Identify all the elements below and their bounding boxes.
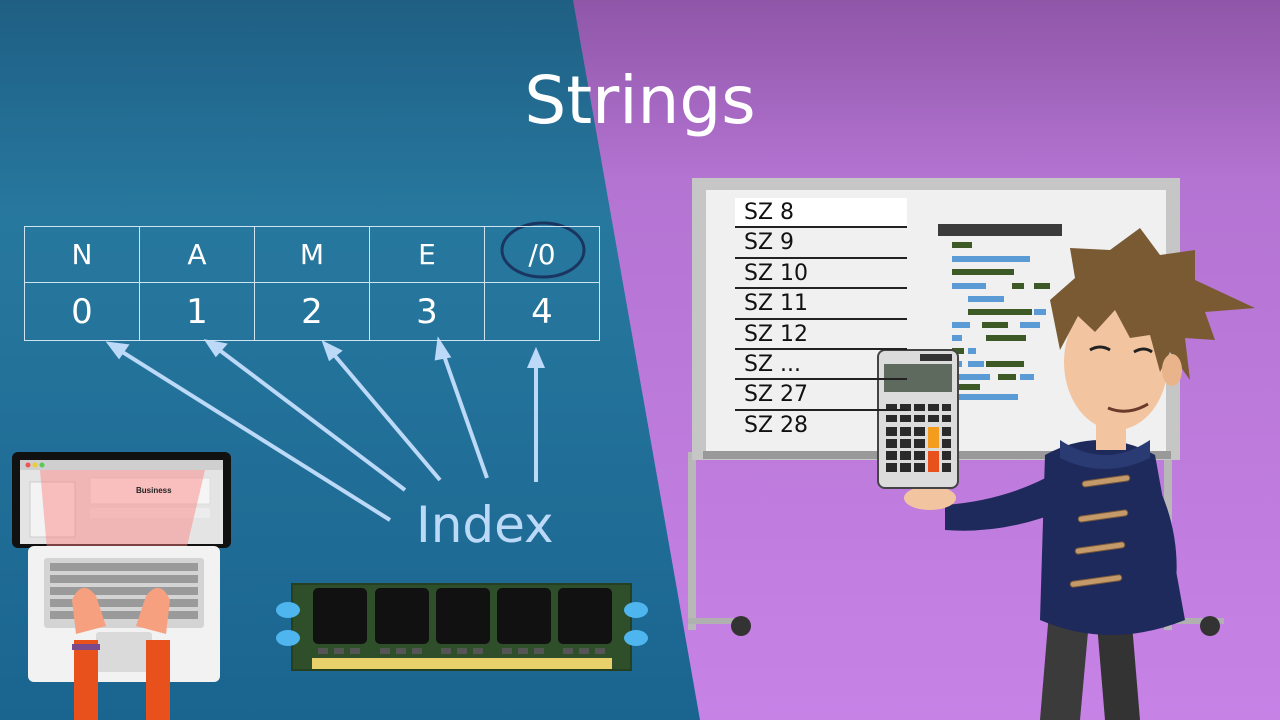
index-cell: 0 — [24, 282, 140, 341]
index-cell: 2 — [254, 282, 370, 341]
char-cell: N — [24, 226, 140, 283]
string-table: N A M E /0 0 1 2 3 4 — [24, 226, 600, 341]
list-item: SZ ... — [735, 350, 907, 381]
list-item: SZ 10 — [735, 259, 907, 290]
slide-title: Strings — [524, 62, 756, 139]
list-item: SZ 11 — [735, 289, 907, 320]
list-item: SZ 28 — [744, 412, 809, 438]
laptop-illustration — [12, 452, 231, 720]
character-row: N A M E /0 — [24, 226, 600, 283]
list-item: SZ 27 — [735, 380, 907, 411]
index-arrows — [105, 336, 546, 522]
list-item: SZ 12 — [735, 320, 907, 350]
index-cell: 1 — [139, 282, 255, 341]
code-lines — [952, 242, 1050, 400]
index-label: Index — [416, 496, 554, 554]
list-item: SZ 8 — [735, 198, 907, 229]
char-cell: M — [254, 226, 370, 283]
list-item: SZ 9 — [735, 228, 907, 259]
ram-module-illustration — [276, 583, 648, 671]
presenter-character — [904, 228, 1255, 720]
whiteboard-list: SZ 8 SZ 9 SZ 10 SZ 11 SZ 12 SZ ... SZ 27… — [735, 198, 907, 441]
index-cell: 3 — [369, 282, 485, 341]
null-terminator-cell: /0 — [484, 226, 600, 283]
calculator-icon — [877, 349, 959, 489]
index-cell: 4 — [484, 282, 600, 341]
laptop-screen-text: Business — [136, 486, 172, 495]
char-cell: A — [139, 226, 255, 283]
char-cell: E — [369, 226, 485, 283]
index-row: 0 1 2 3 4 — [24, 282, 600, 341]
